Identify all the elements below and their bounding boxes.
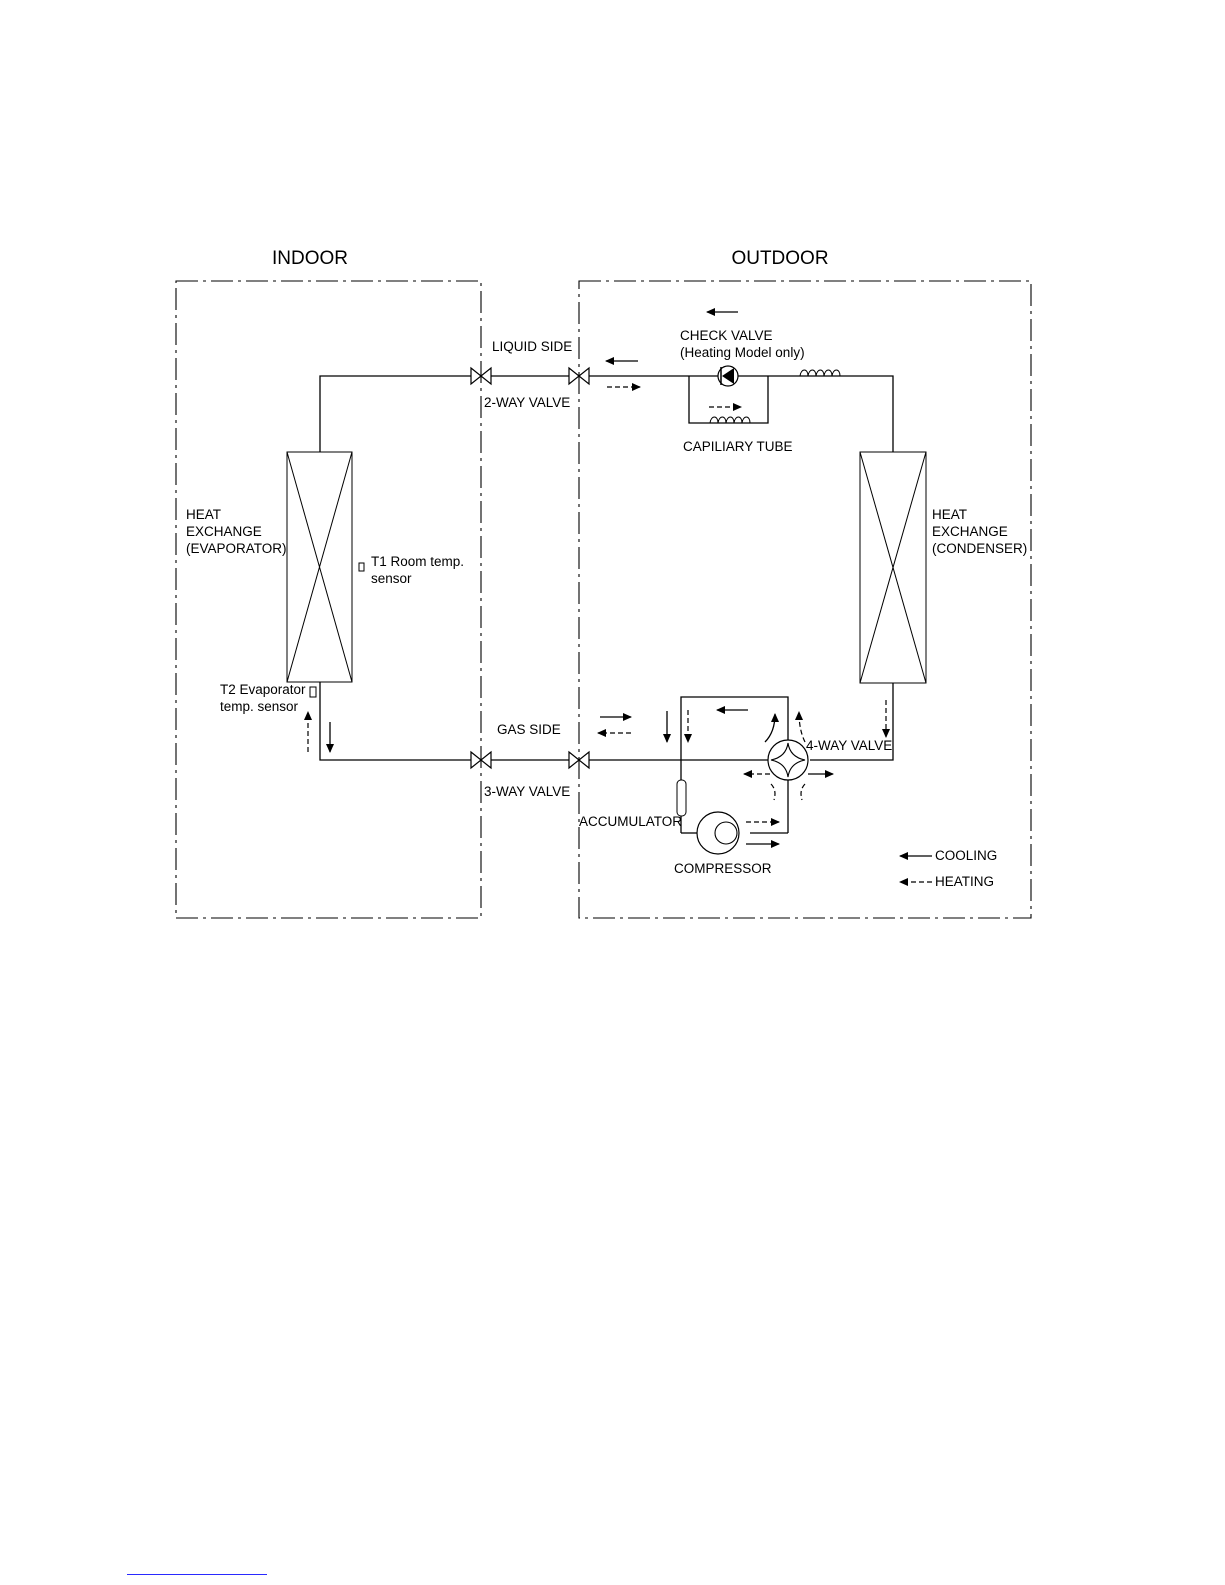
compressor-label: COMPRESSOR: [674, 861, 772, 876]
capillary-tube-label: CAPILIARY TUBE: [683, 439, 793, 454]
t1-room-temp-sensor-icon: [359, 563, 364, 571]
accumulator-label: ACCUMULATOR: [579, 814, 682, 829]
evaporator-coil: [287, 452, 352, 682]
check-valve-note: (Heating Model only): [680, 345, 805, 360]
two-way-valve-label: 2-WAY VALVE: [484, 395, 570, 410]
footer-link-underline: [127, 1574, 267, 1575]
accumulator-symbol: [677, 780, 686, 816]
condenser-label-line2: EXCHANGE: [932, 524, 1008, 539]
liquid-side-label: LIQUID SIDE: [492, 339, 572, 354]
outdoor-title: OUTDOOR: [731, 248, 828, 269]
three-way-valve-label: 3-WAY VALVE: [484, 784, 570, 799]
legend-heating-label: HEATING: [935, 874, 994, 889]
four-way-valve-label: 4-WAY VALVE: [806, 738, 892, 753]
t2-evaporator-temp-sensor-icon: [310, 687, 316, 697]
evaporator-label-line3: (EVAPORATOR): [186, 541, 287, 556]
compressor-symbol: [697, 812, 739, 854]
capillary-tube-main-coil: [800, 370, 840, 376]
legend: COOLING HEATING: [900, 848, 997, 889]
condenser-label-line3: (CONDENSER): [932, 541, 1027, 556]
legend-cooling-label: COOLING: [935, 848, 997, 863]
t1-sensor-label-line2: sensor: [371, 571, 412, 586]
t2-sensor-label-line1: T2 Evaporator: [220, 682, 306, 697]
t1-sensor-label-line1: T1 Room temp.: [371, 554, 464, 569]
gas-side-label: GAS SIDE: [497, 722, 561, 737]
evaporator-label-line1: HEAT: [186, 507, 221, 522]
t2-sensor-label-line2: temp. sensor: [220, 699, 299, 714]
condenser-coil: [860, 452, 926, 683]
four-way-valve-symbol: [768, 740, 808, 780]
check-valve-symbol: [718, 366, 738, 386]
evaporator-label-line2: EXCHANGE: [186, 524, 262, 539]
indoor-title: INDOOR: [272, 248, 348, 269]
capillary-tube-bypass-coil: [710, 417, 750, 423]
condenser-label-line1: HEAT: [932, 507, 967, 522]
check-valve-label: CHECK VALVE: [680, 328, 773, 343]
